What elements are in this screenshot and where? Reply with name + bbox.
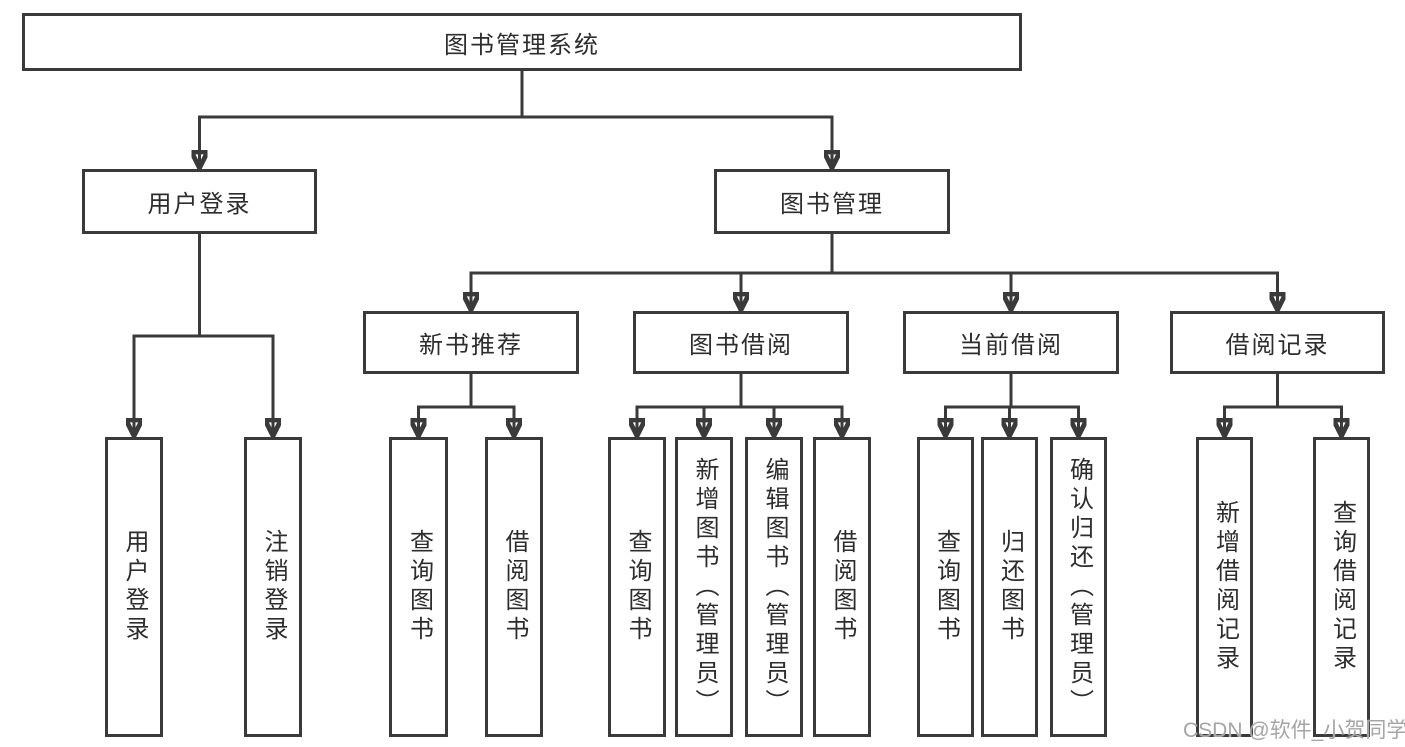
leaf-bb-borrow-books-label: 借阅图书 bbox=[829, 529, 856, 645]
leaf-cb-confirm-return-label: 确认归还（管理员） bbox=[1065, 456, 1093, 718]
leaf-logout-label: 注销登录 bbox=[260, 529, 287, 645]
node-root: 图书管理系统 bbox=[22, 13, 1022, 71]
leaf-cb-return-books: 归还图书 bbox=[981, 437, 1038, 737]
node-book-borrow-label: 图书借阅 bbox=[689, 332, 793, 359]
leaf-bb-query-books: 查询图书 bbox=[608, 437, 666, 737]
leaf-br-add-record: 新增借阅记录 bbox=[1196, 437, 1253, 737]
csdn-watermark: CSDN @软件_小贺同学 bbox=[1183, 719, 1405, 742]
leaf-bb-add-books: 新增图书（管理员） bbox=[675, 437, 733, 737]
leaf-bb-edit-books-label: 编辑图书（管理员） bbox=[761, 456, 788, 718]
leaf-br-query-record: 查询借阅记录 bbox=[1313, 437, 1370, 737]
leaf-bb-query-books-label: 查询图书 bbox=[624, 529, 651, 645]
node-book-borrow: 图书借阅 bbox=[633, 311, 849, 374]
leaf-nb-query-books: 查询图书 bbox=[389, 437, 448, 737]
leaf-bb-add-books-label: 新增图书（管理员） bbox=[691, 456, 718, 718]
leaf-bb-borrow-books: 借阅图书 bbox=[813, 437, 871, 737]
leaf-nb-borrow-books-label: 借阅图书 bbox=[501, 529, 528, 645]
leaf-bb-edit-books: 编辑图书（管理员） bbox=[745, 437, 803, 737]
node-user-login: 用户登录 bbox=[82, 169, 317, 234]
leaf-br-query-record-label: 查询借阅记录 bbox=[1328, 500, 1356, 674]
leaf-logout: 注销登录 bbox=[244, 437, 302, 737]
leaf-nb-query-books-label: 查询图书 bbox=[405, 529, 433, 645]
leaf-user-login-label: 用户登录 bbox=[121, 529, 148, 645]
leaf-cb-return-books-label: 归还图书 bbox=[996, 529, 1024, 645]
node-new-books: 新书推荐 bbox=[363, 311, 579, 374]
leaf-br-add-record-label: 新增借阅记录 bbox=[1211, 500, 1239, 674]
node-borrow-records-label: 借阅记录 bbox=[1225, 332, 1330, 359]
node-current-borrow-label: 当前借阅 bbox=[959, 332, 1063, 359]
node-user-login-label: 用户登录 bbox=[147, 191, 252, 218]
leaf-user-login: 用户登录 bbox=[105, 437, 163, 737]
leaf-cb-query-books: 查询图书 bbox=[917, 437, 974, 737]
leaf-cb-query-books-label: 查询图书 bbox=[932, 529, 960, 645]
leaf-cb-confirm-return: 确认归还（管理员） bbox=[1050, 437, 1107, 737]
node-root-label: 图书管理系统 bbox=[444, 31, 600, 59]
node-current-borrow: 当前借阅 bbox=[903, 311, 1119, 374]
node-book-mgmt: 图书管理 bbox=[714, 169, 950, 234]
node-new-books-label: 新书推荐 bbox=[419, 332, 523, 359]
node-borrow-records: 借阅记录 bbox=[1170, 311, 1385, 374]
node-book-mgmt-label: 图书管理 bbox=[780, 191, 884, 218]
leaf-nb-borrow-books: 借阅图书 bbox=[485, 437, 543, 737]
